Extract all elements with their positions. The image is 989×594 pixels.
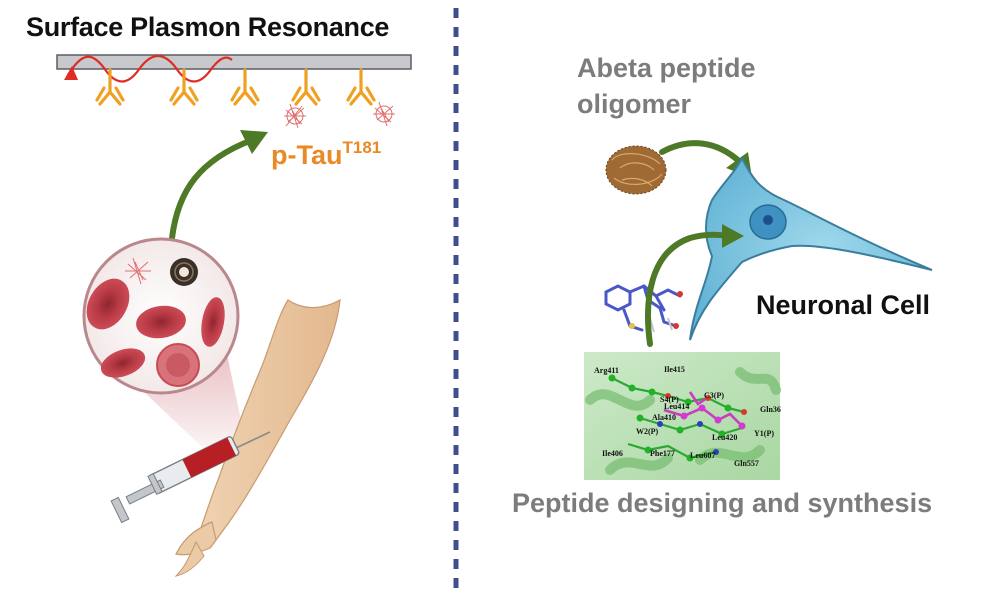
antibody-icon	[230, 68, 260, 106]
ptau-label-base: p-Tau	[271, 140, 343, 170]
docking-structure-image	[584, 352, 781, 480]
antibody-icon	[291, 68, 321, 106]
peptide-molecule-icon	[598, 270, 684, 336]
ptau-tangle-icon	[373, 101, 395, 127]
residue-labels: Arg411 Ile415 S4(P) C3(P) Leu414 Ala410 …	[594, 365, 781, 468]
ptau-label: p-TauT181	[271, 138, 382, 171]
residue-label: C3(P)	[704, 391, 724, 400]
syringe-icon	[110, 431, 271, 524]
red-blood-cell-icon	[136, 305, 186, 339]
neuron-cell-icon	[689, 155, 933, 341]
red-blood-cell-icon	[100, 348, 146, 378]
residue-label: Arg411	[594, 366, 619, 375]
residue-label: Leu420	[712, 433, 737, 442]
red-blood-cell-icon	[156, 343, 200, 387]
ptau-label-superscript: T181	[342, 138, 382, 157]
residue-label: W2(P)	[636, 427, 659, 436]
neuronal-cell-label: Neuronal Cell	[756, 290, 931, 320]
abeta-label: Abeta peptide oligomer	[577, 53, 756, 119]
residue-label: Ile415	[664, 365, 685, 374]
residue-label: Ala410	[652, 413, 676, 422]
residue-label: Y1(P)	[754, 429, 774, 438]
spr-title: Surface Plasmon Resonance	[26, 12, 390, 42]
antibody-icon	[346, 68, 376, 106]
residue-label: Gln36	[760, 405, 781, 414]
ptau-tangle-icon	[284, 103, 306, 129]
residue-label: Gln557	[734, 459, 759, 468]
residue-label: Phe177	[650, 449, 675, 458]
red-blood-cell-icon	[86, 278, 130, 330]
residue-label: Ile406	[602, 449, 623, 458]
peptide-design-label: Peptide designing and synthesis	[512, 488, 933, 518]
plasmon-wave-icon	[64, 54, 233, 83]
spr-sensor-chip	[56, 54, 412, 70]
residue-label: S4(P)	[660, 395, 679, 404]
antibody-icon	[95, 68, 125, 106]
detection-arrow	[169, 130, 268, 241]
peptide-arrow	[645, 224, 744, 347]
arm-illustration	[174, 298, 341, 577]
red-blood-cell-icon	[201, 297, 225, 347]
residue-label: Leu607	[690, 451, 715, 460]
antibody-icon	[169, 68, 199, 106]
ptau-tangle-icon	[125, 257, 151, 285]
abeta-oligomer-icon	[170, 258, 198, 286]
abeta-oligomer-icon	[605, 145, 667, 195]
residue-label: Leu414	[664, 402, 689, 411]
